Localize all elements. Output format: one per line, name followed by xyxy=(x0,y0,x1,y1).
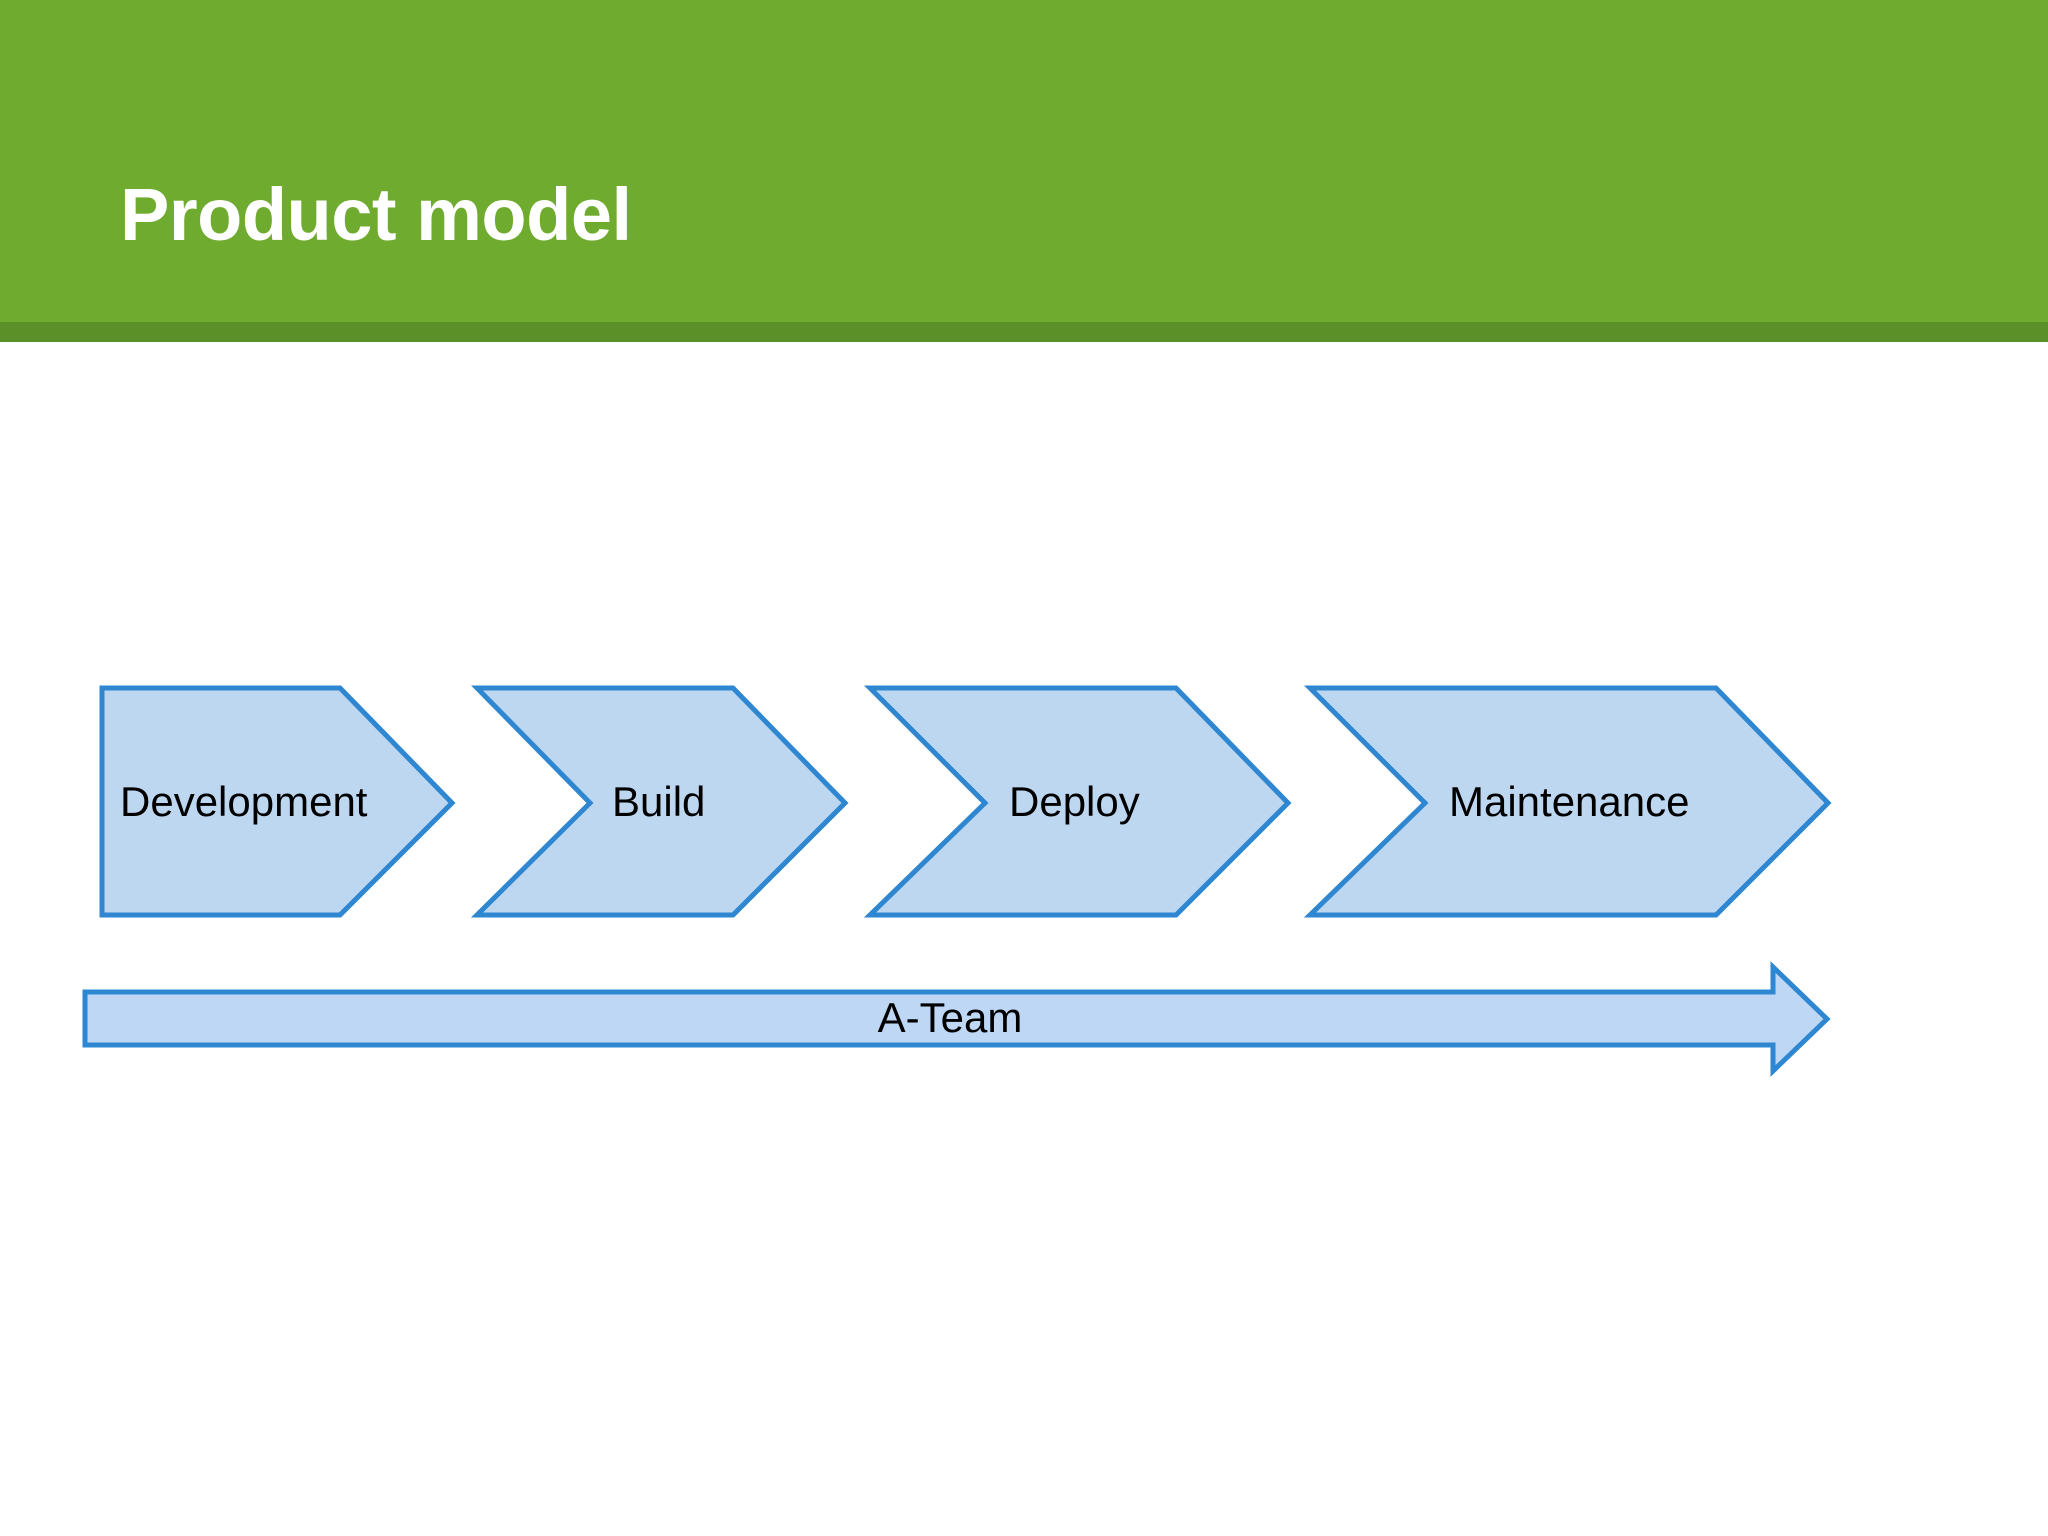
stage-label-development: Development xyxy=(120,778,368,825)
stage-label-build: Build xyxy=(612,778,705,825)
a-team-arrow-shape[interactable] xyxy=(82,961,1831,1077)
stage-label-deploy: Deploy xyxy=(1009,778,1140,825)
process-diagram: Development Build Deploy Maintenance A-T… xyxy=(0,342,2048,1536)
page-title: Product model xyxy=(120,173,632,256)
process-stage-maintenance[interactable]: Maintenance xyxy=(1303,685,1832,918)
stage-shape-maintenance[interactable] xyxy=(1303,685,1832,918)
stage-label-maintenance: Maintenance xyxy=(1449,778,1690,825)
a-team-arrow-label: A-Team xyxy=(878,994,1023,1041)
process-stage-deploy[interactable]: Deploy xyxy=(863,685,1292,918)
process-stage-build[interactable]: Build xyxy=(470,685,849,918)
spanning-arrow-a-team[interactable]: A-Team xyxy=(82,961,1831,1077)
stage-shape-build[interactable] xyxy=(470,685,849,918)
stage-shape-deploy[interactable] xyxy=(863,685,1292,918)
process-stage-development[interactable]: Development xyxy=(99,685,456,918)
title-banner-shadow xyxy=(0,322,2048,342)
stage-shape-development[interactable] xyxy=(99,685,456,918)
title-banner xyxy=(0,0,2048,322)
